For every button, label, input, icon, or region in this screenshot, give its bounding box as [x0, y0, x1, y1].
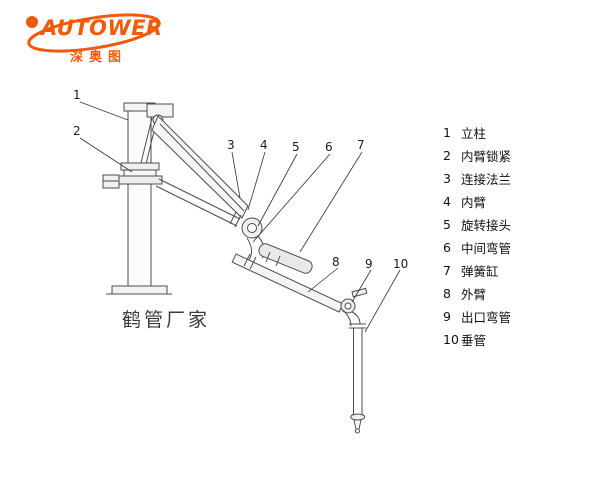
legend-item-label: 外臂 [461, 287, 487, 302]
legend-item-number: 5 [443, 217, 451, 232]
manufacturer-text: 鹤管厂家 [122, 309, 211, 331]
legend-item: 8 外臂 [443, 282, 511, 305]
legend-item-number: 3 [443, 171, 451, 186]
outer-arm-group [231, 243, 368, 327]
legend-item: 2 内臂锁紧 [443, 144, 511, 167]
legend-item-number: 2 [443, 148, 451, 163]
legend-item-label: 出口弯管 [461, 310, 512, 325]
parts-legend: 1 立柱 2 内臂锁紧 3 连接法兰 4 内臂 5 旋转接头 6 中间弯管 7 … [443, 121, 511, 351]
legend-item-number: 1 [443, 125, 451, 140]
legend-item-label: 垂管 [461, 333, 487, 348]
legend-item: 4 内臂 [443, 190, 511, 213]
legend-item-label: 立柱 [461, 126, 487, 141]
legend-item: 6 中间弯管 [443, 236, 511, 259]
callout-2: 2 [73, 124, 81, 138]
legend-item: 5 旋转接头 [443, 213, 511, 236]
brand-name: AUTOWER [41, 16, 163, 40]
legend-item-label: 连接法兰 [461, 172, 512, 187]
callout-9: 9 [365, 257, 373, 271]
legend-item-label: 内臂 [461, 195, 487, 210]
legend-item: 3 连接法兰 [443, 167, 511, 190]
callout-4: 4 [260, 138, 268, 152]
brand-subtitle: 深奥图 [70, 50, 128, 65]
legend-item-number: 6 [443, 240, 451, 255]
legend-item-number: 9 [443, 309, 451, 324]
callout-3: 3 [227, 138, 235, 152]
legend-item-label: 旋转接头 [461, 218, 512, 233]
column-group [102, 102, 174, 295]
legend-item-number: 7 [443, 263, 451, 278]
callout-10: 10 [393, 257, 409, 271]
inner-arm-group [151, 115, 265, 261]
legend-item: 9 出口弯管 [443, 305, 511, 328]
legend-item: 1 立柱 [443, 121, 511, 144]
legend-item: 7 弹簧缸 [443, 259, 511, 282]
callout-5: 5 [292, 140, 300, 154]
callout-7: 7 [357, 138, 365, 152]
brand-logo: AUTOWER 深奥图 [14, 8, 174, 68]
legend-item-number: 8 [443, 286, 451, 301]
callout-1: 1 [73, 88, 81, 102]
legend-item-label: 弹簧缸 [461, 264, 499, 279]
callout-8: 8 [332, 255, 340, 269]
legend-item-number: 10 [443, 332, 459, 347]
legend-item-label: 内臂锁紧 [461, 149, 512, 164]
callout-6: 6 [325, 140, 333, 154]
legend-item-number: 4 [443, 194, 451, 209]
legend-item: 10 垂管 [443, 328, 511, 351]
drop-pipe-group [349, 323, 366, 434]
leader-lines-group [79, 101, 401, 333]
logo-orbit-icon [26, 13, 161, 53]
legend-item-label: 中间弯管 [461, 241, 512, 256]
